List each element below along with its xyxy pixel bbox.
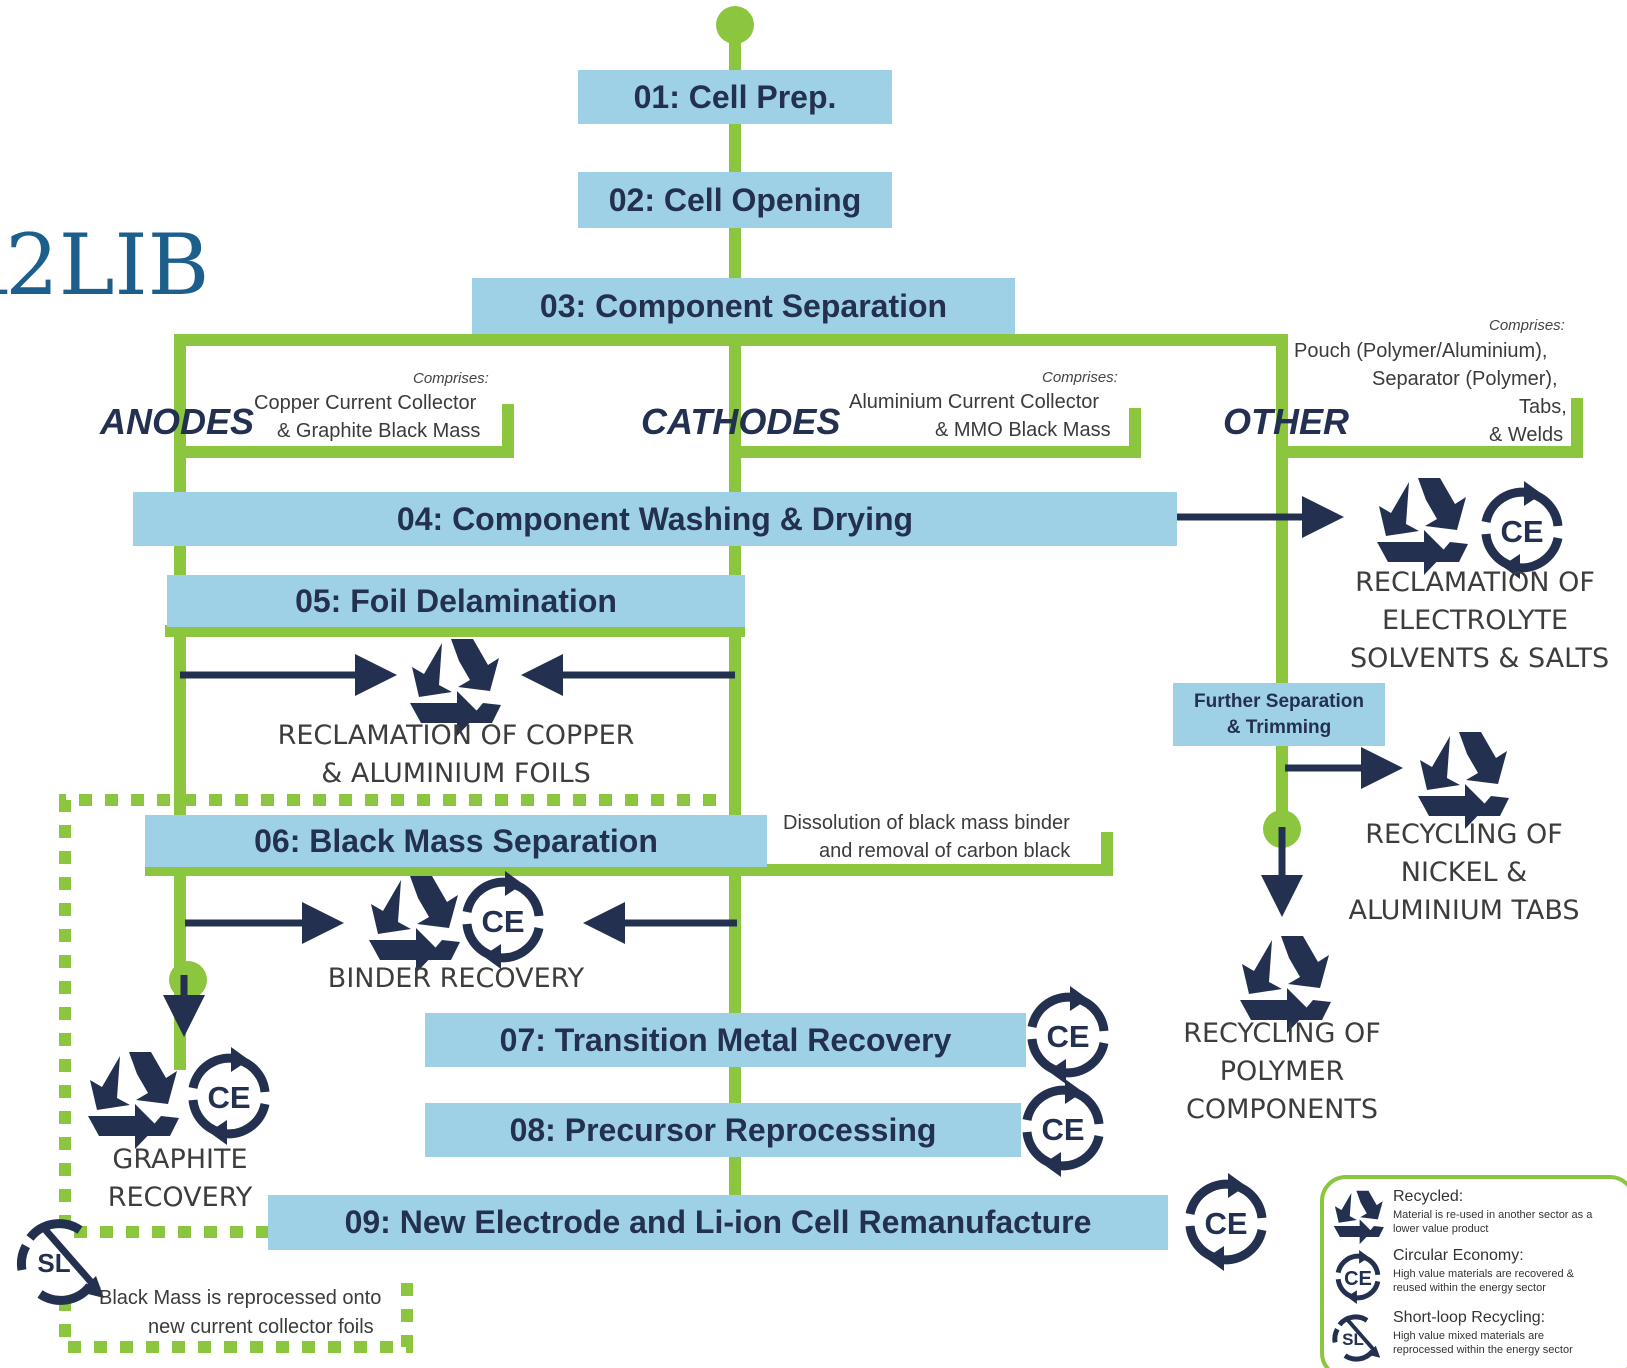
step-07-box: 07: Transition Metal Recovery [425, 1013, 1026, 1067]
step-01-box: 01: Cell Prep. [578, 70, 892, 124]
flow-arrows [163, 496, 1403, 1037]
polymer-caption-line1: RECYCLING OF [1183, 1018, 1381, 1049]
recycle-icon-binder [369, 876, 460, 973]
legend-ce-title: Circular Economy: [1393, 1247, 1524, 1264]
svg-text:CE: CE [481, 904, 524, 939]
green-flow-lines [145, 25, 1583, 1245]
ce-icon-step09: CE [1190, 1173, 1262, 1271]
foils-caption-line1: RECLAMATION OF COPPER [277, 720, 635, 751]
step-02-label: 02: Cell Opening [608, 181, 862, 218]
step-08-label: 08: Precursor Reprocessing [509, 1111, 937, 1148]
graphite-caption-line1: GRAPHITE [112, 1144, 248, 1175]
short-loop-dashed-path [59, 794, 716, 1353]
anodes-comprises-label: Comprises: [413, 370, 489, 387]
step-08-box: 08: Precursor Reprocessing [425, 1103, 1021, 1157]
legend-ce-desc: High value materials are recovered & reu… [1393, 1268, 1574, 1294]
other-label: OTHER [1223, 401, 1349, 442]
graphite-caption: GRAPHITE RECOVERY [90, 1141, 270, 1217]
other-comprises-line4: & Welds [1489, 424, 1564, 446]
green-junction-dots [169, 6, 1301, 999]
step-05-label: 05: Foil Delamination [295, 582, 617, 619]
legend-border [1320, 1175, 1627, 1368]
cathodes-comprises-label: Comprises: [1042, 369, 1118, 386]
ce-icon-binder: CE [467, 871, 539, 969]
binder-caption: BINDER RECOVERY [326, 960, 586, 998]
sl-icon: SL [21, 1224, 104, 1301]
ce-icon-step08: CE [1027, 1079, 1099, 1177]
dissolution-note-line1: Dissolution of black mass binder [783, 812, 1070, 834]
step-05-box: 05: Foil Delamination [167, 575, 745, 627]
dissolution-note-line2: and removal of carbon black [819, 840, 1071, 862]
step-09-label: 09: New Electrode and Li-ion Cell Remanu… [344, 1204, 1092, 1240]
step-01-label: 01: Cell Prep. [633, 78, 837, 115]
step-07-label: 07: Transition Metal Recovery [499, 1021, 952, 1058]
legend-recycle-icon [1333, 1190, 1384, 1245]
graphite-caption-line2: RECOVERY [107, 1182, 253, 1213]
r2lib-logo: R2LIB [0, 216, 210, 314]
step-04-box: 04: Component Washing & Drying [133, 492, 1177, 546]
svg-text:CE: CE [1344, 1268, 1372, 1290]
blackmass-note-line1: Black Mass is reprocessed onto [99, 1287, 382, 1309]
svg-text:CE: CE [1041, 1112, 1084, 1147]
step-09-box: 09: New Electrode and Li-ion Cell Remanu… [268, 1195, 1168, 1250]
svg-text:CE: CE [1046, 1019, 1089, 1054]
cathodes-comprises-line1: Aluminium Current Collector [849, 391, 1100, 413]
further-separation-box: Further Separation & Trimming [1173, 683, 1385, 746]
step-03-box: 03: Component Separation [472, 278, 1015, 334]
recycle-icon-electrolyte [1377, 478, 1468, 575]
cathodes-label: CATHODES [641, 401, 841, 442]
electrolyte-caption-line2: ELECTROLYTE [1381, 605, 1569, 636]
svg-text:CE: CE [1204, 1206, 1247, 1241]
electrolyte-caption: RECLAMATION OF ELECTROLYTE SOLVENTS & SA… [1350, 564, 1610, 678]
ce-icon-graphite: CE [193, 1047, 265, 1145]
legend-sl-title: Short-loop Recycling: [1393, 1309, 1546, 1326]
electrolyte-caption-line3: SOLVENTS & SALTS [1350, 643, 1610, 674]
further-separation-label: Further Separation & Trimming [1194, 690, 1364, 738]
legend-ce-icon: CE [1338, 1250, 1378, 1304]
polymer-caption-line2: POLYMER [1219, 1056, 1345, 1087]
anodes-comprises-line2: & Graphite Black Mass [277, 420, 481, 442]
polymer-caption-line3: COMPONENTS [1185, 1094, 1379, 1125]
recycle-icon-graphite [88, 1052, 179, 1149]
blackmass-note-line2: new current collector foils [148, 1316, 374, 1338]
svg-text:SL: SL [37, 1248, 70, 1278]
tabs-caption-line2: NICKEL & [1400, 857, 1528, 888]
other-comprises-line2: Separator (Polymer), [1372, 368, 1558, 390]
cathodes-comprises-line2: & MMO Black Mass [935, 419, 1111, 441]
anodes-label: ANODES [100, 401, 255, 442]
other-comprises-line1: Pouch (Polymer/Aluminium), [1294, 340, 1548, 362]
anodes-comprises-line1: Copper Current Collector [254, 392, 477, 414]
step-04-label: 04: Component Washing & Drying [396, 500, 914, 537]
other-comprises-label: Comprises: [1489, 317, 1565, 334]
svg-text:SL: SL [1342, 1330, 1364, 1349]
legend-sl-icon: SL [1335, 1317, 1380, 1359]
tabs-caption-line1: RECYCLING OF [1365, 819, 1563, 850]
foils-caption: RECLAMATION OF COPPER & ALUMINIUM FOILS [276, 717, 636, 793]
step-06-label: 06: Black Mass Separation [254, 822, 658, 859]
foils-caption-line2: & ALUMINIUM FOILS [321, 758, 591, 789]
tabs-caption: RECYCLING OF NICKEL & ALUMINIUM TABS [1344, 816, 1584, 930]
legend-sl-desc: High value mixed materials are reprocess… [1393, 1330, 1573, 1356]
recycle-icon-tabs [1418, 732, 1509, 829]
ce-icon-electrolyte: CE [1486, 481, 1558, 579]
legend-recycled-title: Recycled: [1393, 1188, 1464, 1205]
svg-text:CE: CE [207, 1080, 250, 1115]
ce-icon-step07: CE [1032, 986, 1104, 1084]
svg-text:CE: CE [1500, 514, 1543, 549]
legend-recycled-desc: Material is re-used in another sector as… [1393, 1209, 1593, 1235]
step-02-box: 02: Cell Opening [578, 172, 892, 228]
polymer-caption: RECYCLING OF POLYMER COMPONENTS [1182, 1015, 1382, 1129]
electrolyte-caption-line1: RECLAMATION OF [1355, 567, 1595, 598]
binder-caption-line: BINDER RECOVERY [327, 963, 585, 994]
tabs-caption-line3: ALUMINIUM TABS [1348, 895, 1580, 926]
step-03-label: 03: Component Separation [539, 287, 948, 324]
other-comprises-line3: Tabs, [1519, 396, 1567, 418]
step-06-box: 06: Black Mass Separation [145, 815, 767, 867]
